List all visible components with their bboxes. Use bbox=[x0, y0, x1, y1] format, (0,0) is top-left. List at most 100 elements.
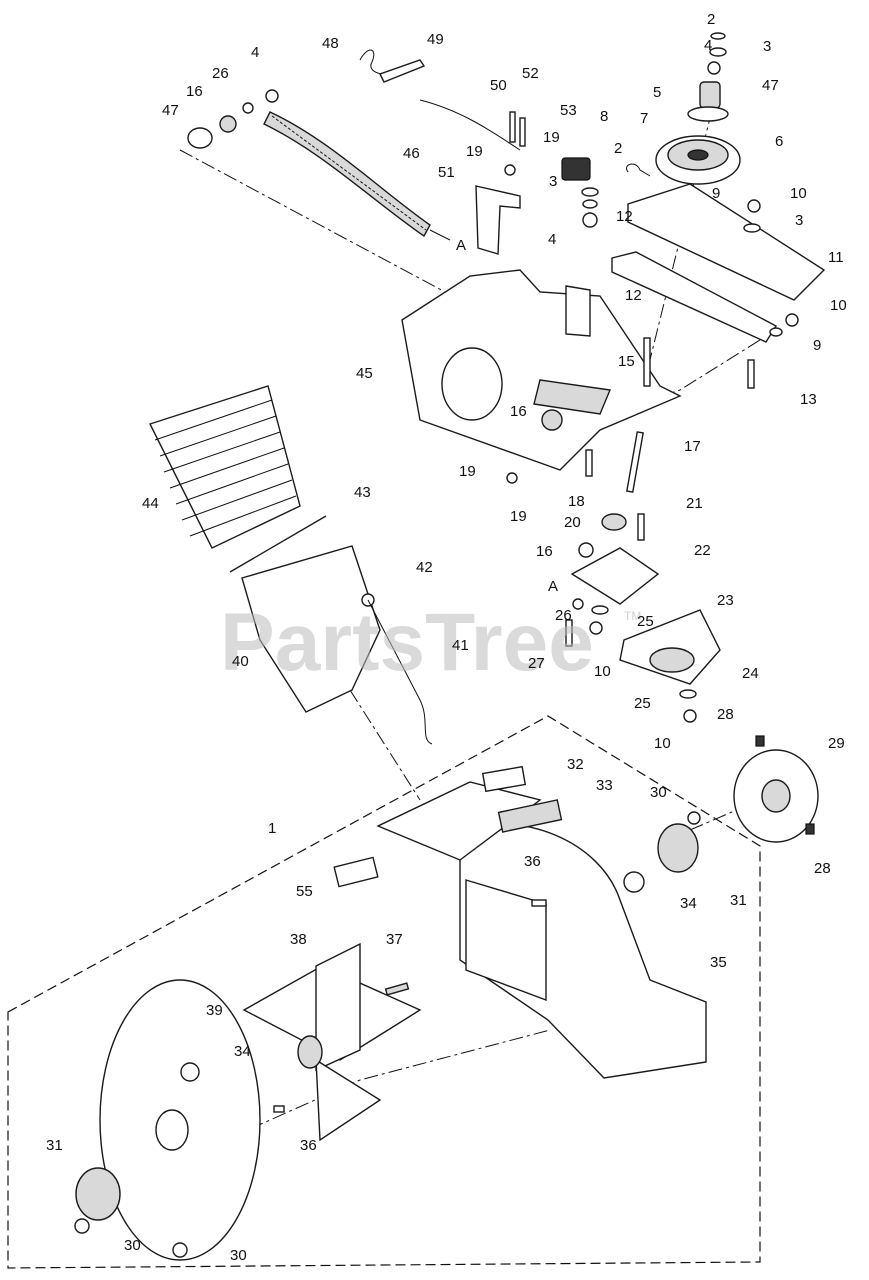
callout-47: 47 bbox=[162, 102, 179, 119]
callout-25: 25 bbox=[637, 613, 654, 630]
part-30-nut-left-a bbox=[74, 1218, 90, 1234]
callout-10: 10 bbox=[790, 185, 807, 202]
part-28-setscrew-top bbox=[755, 735, 765, 747]
callout-45: 45 bbox=[356, 365, 373, 382]
callout-18: 18 bbox=[568, 493, 585, 510]
callout-40: 40 bbox=[232, 653, 249, 670]
part-37-key bbox=[384, 982, 410, 996]
callout-4: 4 bbox=[251, 44, 259, 61]
callout-41: 41 bbox=[452, 637, 469, 654]
part-28-setscrew-bottom bbox=[805, 823, 815, 835]
callout-35: 35 bbox=[710, 954, 727, 971]
callout-33: 33 bbox=[596, 777, 613, 794]
callout-30: 30 bbox=[650, 784, 667, 801]
callout-19: 19 bbox=[466, 143, 483, 160]
callout-A: A bbox=[548, 578, 558, 595]
part-25-washer-b bbox=[679, 689, 697, 699]
callout-36: 36 bbox=[524, 853, 541, 870]
part-27-bolt bbox=[565, 619, 573, 647]
callout-22: 22 bbox=[694, 542, 711, 559]
part-45-chute-bracket bbox=[401, 269, 682, 471]
callout-A: A bbox=[456, 237, 466, 254]
callout-26: 26 bbox=[212, 65, 229, 82]
part-11-idler-arm bbox=[627, 183, 826, 301]
watermark: PartsTree bbox=[220, 597, 594, 688]
part-38-impeller bbox=[242, 942, 422, 1142]
callout-47: 47 bbox=[762, 77, 779, 94]
callout-12: 12 bbox=[625, 287, 642, 304]
part-6-idler-pulley bbox=[655, 135, 741, 185]
part-30-nut-right bbox=[687, 811, 701, 825]
part-5-washer bbox=[687, 106, 729, 122]
part-35-blower-housing bbox=[376, 781, 707, 1079]
callout-53: 53 bbox=[560, 102, 577, 119]
part-10-nut-upper bbox=[747, 199, 761, 213]
part-53-bolt bbox=[519, 117, 526, 147]
callout-9: 9 bbox=[712, 185, 720, 202]
part-16-nut-mid bbox=[541, 409, 563, 431]
callout-3: 3 bbox=[795, 212, 803, 229]
part-10-nut-right bbox=[785, 313, 799, 327]
callout-4: 4 bbox=[704, 37, 712, 54]
callout-8: 8 bbox=[600, 108, 608, 125]
part-9-washer-right bbox=[769, 327, 783, 337]
part-40-chute-sleeve bbox=[241, 545, 381, 713]
part-41-cable bbox=[367, 599, 433, 745]
part-22-pivot-bracket bbox=[570, 547, 660, 605]
callout-19: 19 bbox=[510, 508, 527, 525]
part-3-washer-right bbox=[743, 223, 761, 233]
part-26-bushing bbox=[242, 102, 254, 114]
callout-50: 50 bbox=[490, 77, 507, 94]
part-8-knob bbox=[561, 157, 591, 181]
part-16-nut-low bbox=[578, 542, 594, 558]
part-39-backplate bbox=[99, 979, 261, 1261]
part-36-bolt-lower bbox=[273, 1105, 285, 1113]
callout-10: 10 bbox=[654, 735, 671, 752]
part-4-nut-top bbox=[707, 61, 721, 75]
callout-51: 51 bbox=[438, 164, 455, 181]
callout-49: 49 bbox=[427, 31, 444, 48]
part-55-decal bbox=[333, 856, 379, 888]
callout-31: 31 bbox=[730, 892, 747, 909]
callout-15: 15 bbox=[618, 353, 635, 370]
part-3-washer-center bbox=[582, 199, 598, 209]
part-50-lanyard bbox=[419, 99, 521, 151]
part-17-bolt bbox=[626, 431, 644, 493]
callout-28: 28 bbox=[717, 706, 734, 723]
part-12-bolt bbox=[643, 337, 651, 387]
part-19-nut-upper bbox=[504, 164, 516, 176]
centerline-spring bbox=[179, 149, 461, 301]
part-20-bushing bbox=[601, 513, 627, 531]
part-3-washer-top bbox=[709, 47, 727, 57]
callout-43: 43 bbox=[354, 484, 371, 501]
part-10-nut-low-a bbox=[589, 621, 603, 635]
part-31-bearing-right bbox=[657, 823, 699, 873]
callout-11: 11 bbox=[828, 249, 844, 266]
callout-27: 27 bbox=[528, 655, 545, 672]
part-49-pin bbox=[379, 59, 426, 83]
callout-42: 42 bbox=[416, 559, 433, 576]
part-2-washer-center bbox=[581, 187, 599, 197]
part-32-decal bbox=[481, 765, 527, 793]
callout-16: 16 bbox=[186, 83, 203, 100]
callout-10: 10 bbox=[830, 297, 847, 314]
callout-24: 24 bbox=[742, 665, 759, 682]
callout-16: 16 bbox=[536, 543, 553, 560]
callout-52: 52 bbox=[522, 65, 539, 82]
callout-46: 46 bbox=[403, 145, 420, 162]
part-43-rod bbox=[229, 515, 327, 573]
part-31-bearing-left bbox=[75, 1167, 121, 1221]
part-33-decal bbox=[497, 799, 563, 833]
callout-48: 48 bbox=[322, 35, 339, 52]
part-7-clip bbox=[626, 163, 651, 177]
callout-23: 23 bbox=[717, 592, 734, 609]
callout-17: 17 bbox=[684, 438, 701, 455]
part-18-bolt bbox=[585, 449, 593, 477]
callout-55: 55 bbox=[296, 883, 313, 900]
part-47-spacer-top bbox=[699, 81, 721, 109]
callout-39: 39 bbox=[206, 1002, 223, 1019]
callout-1: 1 bbox=[268, 820, 276, 837]
assembly-boundary-1 bbox=[7, 715, 761, 1269]
callout-28: 28 bbox=[814, 860, 831, 877]
part-10-nut-low-b bbox=[683, 709, 697, 723]
